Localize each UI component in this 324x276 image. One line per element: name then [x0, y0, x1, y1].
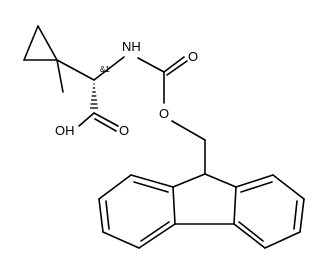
carbamate-carbonyl-o-label: O: [188, 49, 198, 64]
fluorene-five-ring: [172, 173, 237, 225]
ring-to-alpha-bond: [56, 59, 95, 81]
nh-label: NH: [122, 39, 141, 54]
carboxylic-acid: [78, 112, 119, 132]
alpha-to-nh-bond: [93, 56, 125, 81]
carbamate-linker: [137, 56, 206, 141]
cyclopropane-ring: [23, 25, 58, 61]
fluorene-right-benzene: [233, 174, 305, 249]
methyl-bond: [56, 59, 64, 93]
fluorene-left-benzene: [98, 174, 176, 249]
carbamate-ester-o-label: O: [159, 106, 169, 121]
acid-carbonyl-o-label: O: [119, 123, 129, 138]
stereo-descriptor-label: &1: [100, 65, 110, 74]
acid-hydroxyl-label: OH: [55, 123, 75, 138]
stereo-hashed-wedge: [90, 83, 98, 109]
